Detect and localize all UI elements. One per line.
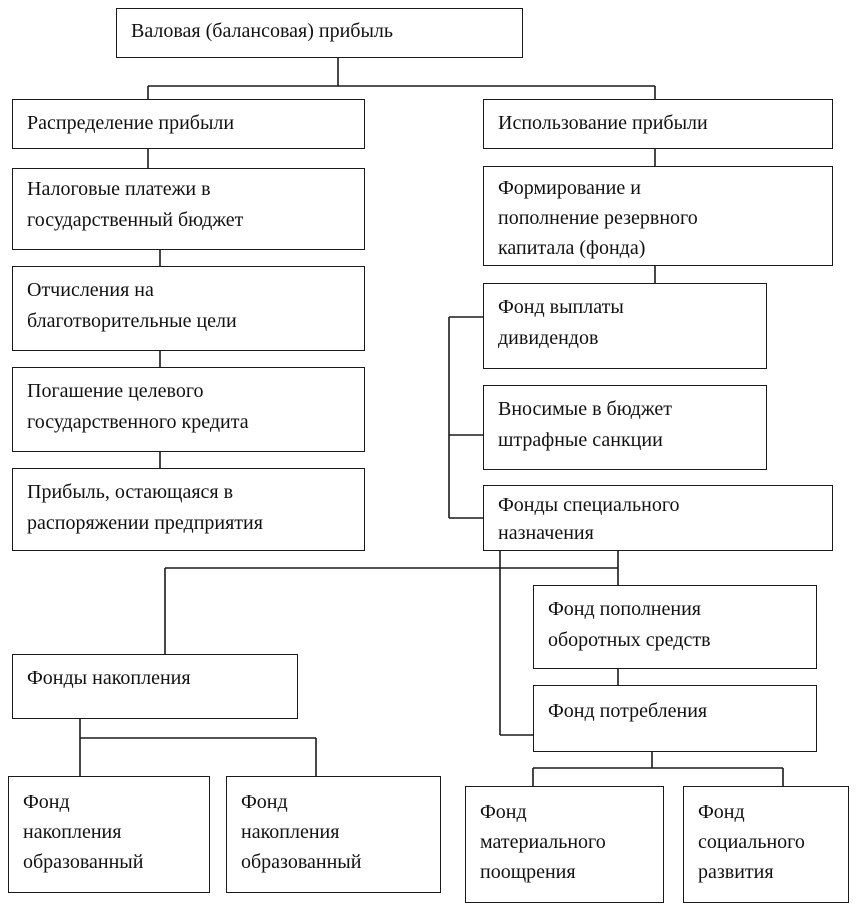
consumption-fund-box: Фонд потребления <box>533 685 817 752</box>
retained-profit-line-1: Прибыль, остающаяся в <box>27 481 234 503</box>
accumulation-fund-1-line-1: Фонд <box>23 791 70 813</box>
accumulation-fund-1-line-3: образованный <box>23 851 144 873</box>
charity-box: Отчисления на благотворительные цели <box>12 266 365 351</box>
material-incentive-line-2: материального <box>480 831 606 853</box>
retained-profit-box: Прибыль, остающаяся в распоряжении предп… <box>12 468 365 551</box>
material-incentive-fund-box: Фонд материального поощрения <box>465 786 664 903</box>
accumulation-fund-1-line-2: накопления <box>23 821 122 843</box>
penalties-box: Вносимые в бюджет штрафные санкции <box>483 385 767 470</box>
state-credit-line-2: государственного кредита <box>27 411 249 433</box>
dividend-fund-box: Фонд выплаты дивидендов <box>483 283 767 369</box>
accumulation-fund-2-line-3: образованный <box>241 851 362 873</box>
reserve-capital-box: Формирование и пополнение резервного кап… <box>483 166 833 266</box>
state-credit-line-1: Погашение целевого <box>27 380 204 402</box>
accumulation-fund-box-1: Фонд накопления образованный <box>8 776 210 893</box>
reserve-capital-line-1: Формирование и <box>498 177 641 199</box>
penalties-line-1: Вносимые в бюджет <box>498 398 672 420</box>
charity-line-2: благотворительные цели <box>27 310 237 332</box>
working-capital-line-2: оборотных средств <box>548 629 711 651</box>
social-development-line-2: социального <box>698 831 805 853</box>
dividend-fund-line-1: Фонд выплаты <box>498 296 624 318</box>
profit-usage-box: Использование прибыли <box>483 99 833 149</box>
special-funds-line-2: назначения <box>498 522 594 544</box>
tax-payments-line-1: Налоговые платежи в <box>27 178 211 200</box>
consumption-fund-label: Фонд потребления <box>548 700 708 722</box>
working-capital-fund-box: Фонд пополнения оборотных средств <box>533 585 817 669</box>
profit-distribution-label: Распределение прибыли <box>27 112 235 134</box>
gross-profit-box: Валовая (балансовая) прибыль <box>116 8 523 58</box>
accumulation-funds-label: Фонды накопления <box>27 667 191 689</box>
tax-payments-box: Налоговые платежи в государственный бюдж… <box>12 168 365 250</box>
reserve-capital-line-2: пополнение резервного <box>498 207 698 229</box>
accumulation-funds-box: Фонды накопления <box>12 654 298 719</box>
social-development-line-3: развития <box>698 861 774 883</box>
penalties-line-2: штрафные санкции <box>498 429 663 451</box>
accumulation-fund-2-line-2: накопления <box>241 821 340 843</box>
social-development-line-1: Фонд <box>698 801 745 823</box>
material-incentive-line-1: Фонд <box>480 801 527 823</box>
state-credit-box: Погашение целевого государственного кред… <box>12 367 365 452</box>
gross-profit-label: Валовая (балансовая) прибыль <box>131 20 393 42</box>
working-capital-line-1: Фонд пополнения <box>548 598 701 620</box>
retained-profit-line-2: распоряжении предприятия <box>27 512 263 534</box>
accumulation-fund-2-line-1: Фонд <box>241 791 288 813</box>
social-development-fund-box: Фонд социального развития <box>683 786 849 903</box>
charity-line-1: Отчисления на <box>27 279 154 301</box>
tax-payments-line-2: государственный бюджет <box>27 209 244 231</box>
profit-usage-label: Использование прибыли <box>498 112 708 134</box>
reserve-capital-line-3: капитала (фонда) <box>498 237 646 259</box>
dividend-fund-line-2: дивидендов <box>498 327 599 349</box>
accumulation-fund-box-2: Фонд накопления образованный <box>226 776 441 893</box>
profit-distribution-box: Распределение прибыли <box>12 99 365 149</box>
special-funds-box: Фонды специального назначения <box>483 485 833 551</box>
material-incentive-line-3: поощрения <box>480 861 576 883</box>
special-funds-line-1: Фонды специального <box>498 494 680 516</box>
